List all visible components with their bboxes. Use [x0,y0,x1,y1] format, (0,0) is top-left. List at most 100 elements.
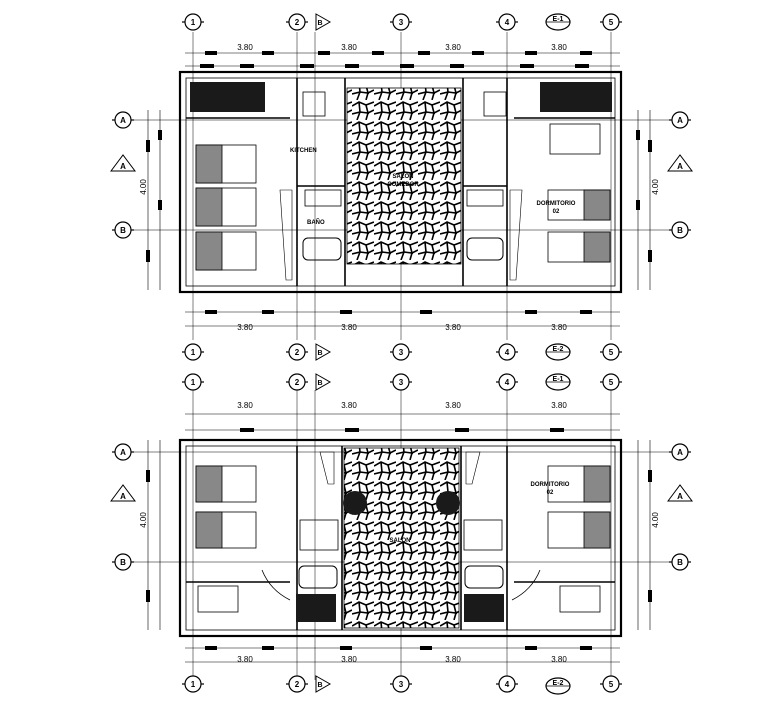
lower-row-left-B-label: B [120,558,126,567]
lower-row-right-A-label: A [677,448,683,457]
upper-outer-wall [178,70,623,294]
lower-top-col-5-label: 5 [609,378,614,387]
lower-bottom-dim-span-1: 3.80 [237,655,253,664]
lower-plan [130,390,670,680]
upper-stair-left [279,189,523,281]
lower-section-arrow-right-label: A [677,492,683,501]
upper-top-col-2-label: 2 [295,18,300,27]
upper-bottom-col-3-label: 3 [399,348,404,357]
lower-bottom-dim-span-3: 3.80 [445,655,461,664]
lower-top-col-3-label: 3 [399,378,404,387]
lower-bottom-col-2-label: 2 [295,680,300,689]
lower-dim-lines [147,413,651,663]
lower-top-col-B-marker [315,373,332,391]
lower-top-dim-span-3: 3.80 [445,401,461,410]
upper-beds-right [547,123,611,263]
upper-top-dim-span-3: 3.80 [445,43,461,52]
lower-bottom-col-4-label: 4 [505,680,510,689]
upper-bathtub-right [466,237,504,261]
upper-garden-right [540,82,612,112]
upper-dim-ticks [146,51,652,314]
room-label-bath-upper: BAÑO [307,219,325,226]
lower-table-left [343,491,367,515]
lower-table-right [436,491,460,515]
upper-bottom-dim-span-1: 3.80 [237,323,253,332]
lower-right-dim-depth: 4.00 [651,512,660,528]
lower-bottom-dim-span-2: 3.80 [341,655,357,664]
upper-bottom-dim-span-3: 3.80 [445,323,461,332]
upper-bottom-col-1-label: 1 [191,348,196,357]
lower-top-dim-span-2: 3.80 [341,401,357,410]
room-label-salon-upper: SALON [393,174,414,180]
lower-top-col-2-label: 2 [295,378,300,387]
lower-top-col-4-label: 4 [505,378,510,387]
upper-top-col-3-label: 3 [399,18,404,27]
upper-right-dim-depth: 4.00 [651,179,660,195]
upper-bottom-dim-span-4: 3.80 [551,323,567,332]
lower-bottom-col-B-marker [315,675,332,693]
lower-bathtub-right [464,565,504,589]
lower-row-right-B-label: B [677,558,683,567]
upper-bathtub-left [302,237,342,261]
upper-section-arrow-left-triangle [110,154,136,172]
lower-left-dim-depth: 4.00 [139,512,148,528]
room-label-salon-lower: SALON [390,538,411,544]
lower-garden-right [464,594,504,622]
upper-section-arrow-left-label: A [120,162,126,171]
lower-bathtub-left [298,565,338,589]
lower-section-e2-label: E-2 [553,680,564,687]
upper-row-right-B-label: B [677,226,683,235]
room-label-dorm-lower-num: 02 [547,490,554,496]
lower-row-left-A-label: A [120,448,126,457]
lower-bottom-col-B-label: B [317,682,322,689]
upper-beds-left [195,144,257,271]
room-label-comedor-upper: COMEDOR [387,182,419,188]
lower-bottom-dim-span-4: 3.80 [551,655,567,664]
upper-top-col-5-label: 5 [609,18,614,27]
upper-left-dim-depth: 4.00 [139,179,148,195]
lower-bottom-col-5-label: 5 [609,680,614,689]
upper-section-arrow-right-label: A [677,162,683,171]
lower-section-arrow-right-triangle [667,484,693,502]
upper-bottom-col-B-label: B [317,350,322,357]
lower-section-arrow-left-label: A [120,492,126,501]
upper-bottom-dim-span-2: 3.80 [341,323,357,332]
lower-top-col-B-label: B [317,380,322,387]
upper-top-col-4-label: 4 [505,18,510,27]
lower-section-arrow-left-triangle [110,484,136,502]
upper-row-right-A-label: A [677,116,683,125]
room-label-dorm-upper-num: 02 [553,209,560,215]
upper-bottom-col-2-label: 2 [295,348,300,357]
lower-outer-wall [178,438,623,638]
lower-beds-left [195,465,257,613]
upper-top-dim-span-4: 3.80 [551,43,567,52]
room-label-dorm-upper: DORMITORIO [537,201,576,207]
lower-top-col-1-label: 1 [191,378,196,387]
upper-top-col-1-label: 1 [191,18,196,27]
lower-section-e1-label: E-1 [553,376,564,383]
room-label-kitchen: KITCHEN [290,148,317,154]
lower-top-dim-span-4: 3.80 [551,401,567,410]
upper-section-e1-label: E-1 [553,16,564,23]
upper-interior-walls [186,78,615,286]
upper-bottom-col-4-label: 4 [505,348,510,357]
upper-bottom-col-B-marker [315,343,332,361]
room-label-dorm-lower: DORMITORIO [531,482,570,488]
upper-bottom-col-5-label: 5 [609,348,614,357]
lower-top-dim-span-1: 3.80 [237,401,253,410]
upper-row-left-A-label: A [120,116,126,125]
upper-top-col-B-marker [315,13,332,31]
upper-plan [130,32,670,340]
lower-bottom-col-1-label: 1 [191,680,196,689]
upper-stone-floor [346,87,462,265]
lower-beds-right [547,465,611,613]
upper-section-e2-label: E-2 [553,346,564,353]
lower-dim-ticks [146,428,652,650]
upper-garden-left [190,82,265,112]
upper-section-arrow-right-triangle [667,154,693,172]
lower-stone-floor [343,447,460,629]
upper-row-left-B-label: B [120,226,126,235]
upper-top-dim-span-2: 3.80 [341,43,357,52]
